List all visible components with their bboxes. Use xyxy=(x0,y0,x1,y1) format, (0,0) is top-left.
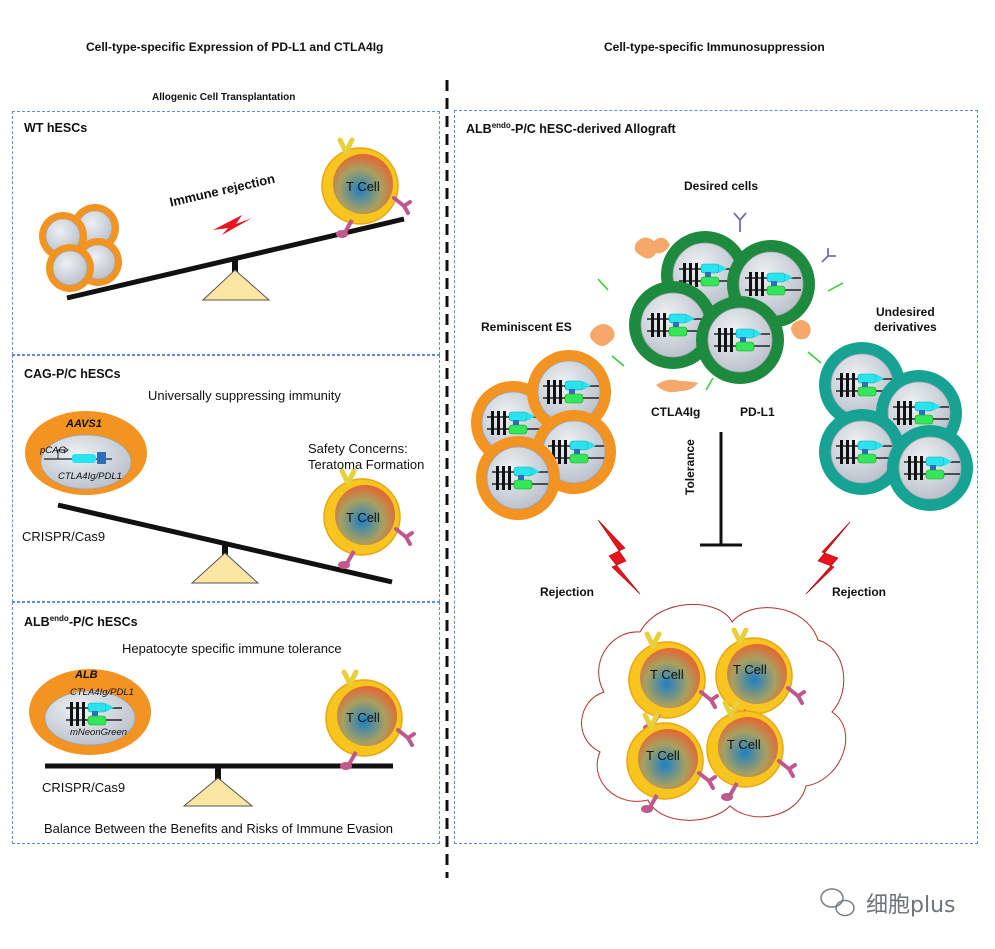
cag-panel xyxy=(12,355,440,602)
safety-concerns-line1: Safety Concerns: xyxy=(308,441,408,456)
allograft-title-rest: -P/C hESC-derived Allograft xyxy=(510,122,676,137)
secreted-molecules xyxy=(597,278,844,391)
alb-fulcrum xyxy=(182,777,254,807)
cloud-tcell-label-4: T Cell xyxy=(727,737,761,752)
pdl1-label: PD-L1 xyxy=(740,405,775,419)
cloud-tcell-label-1: T Cell xyxy=(650,667,684,682)
alb-balance-caption: Balance Between the Benefits and Risks o… xyxy=(44,821,394,836)
alb-tcell-label: T Cell xyxy=(346,710,380,725)
wt-seesaw-beam xyxy=(66,216,405,301)
cloud-tcell-label-3: T Cell xyxy=(646,748,680,763)
cag-fulcrum xyxy=(190,552,260,584)
cag-cell xyxy=(25,411,147,495)
rejection-bolt-right-icon xyxy=(805,521,851,595)
reminiscent-es-label: Reminiscent ES xyxy=(481,320,572,334)
left-header: Cell-type-specific Expression of PD-L1 a… xyxy=(86,40,384,54)
alb-cell xyxy=(29,669,151,755)
alb-panel xyxy=(12,602,440,844)
ctla4ig-label: CTLA4Ig xyxy=(651,405,701,419)
rejection-right-label: Rejection xyxy=(832,585,887,599)
cag-subtitle: Universally suppressing immunity xyxy=(148,388,341,403)
alb-title-main: ALB xyxy=(24,615,50,630)
cag-title: CAG-P/C hESCs xyxy=(24,367,121,381)
alb-subtitle: Hepatocyte specific immune tolerance xyxy=(122,641,342,656)
alb-title-rest: -P/C hESCs xyxy=(68,615,138,630)
alb-gene-label: ALB xyxy=(75,669,98,681)
wt-tcell-label: T Cell xyxy=(346,179,380,194)
watermark-text: 细胞plus xyxy=(866,893,956,918)
alb-construct-label: CTLA4Ig/PDL1 xyxy=(70,687,134,698)
alb-title: ALBendo-P/C hESCs xyxy=(24,614,138,629)
aavs1-label: AAVS1 xyxy=(66,418,102,430)
ctla4ig-molecule-icons xyxy=(590,237,811,393)
alb-title-sup: endo xyxy=(49,614,69,623)
rejection-bolt-left-icon xyxy=(597,519,641,595)
tolerance-label: Tolerance xyxy=(683,439,697,495)
safety-concerns-line2: Teratoma Formation xyxy=(308,457,425,472)
right-header: Cell-type-specific Immunosuppression xyxy=(604,40,825,54)
undesired-label-line1: Undesired xyxy=(876,305,935,319)
cag-crispr-label: CRISPR/Cas9 xyxy=(22,529,106,544)
allograft-title-main: ALB xyxy=(466,122,492,137)
alb-crispr-label: CRISPR/Cas9 xyxy=(42,780,126,795)
wt-fulcrum xyxy=(201,269,271,301)
mneongreen-label: mNeonGreen xyxy=(70,727,128,738)
cloud-tcell-label-2: T Cell xyxy=(733,662,767,677)
rejection-left-label: Rejection xyxy=(540,585,595,599)
wechat-logo-icon xyxy=(820,888,855,917)
wt-title: WT hESCs xyxy=(24,121,88,135)
undesired-label-line2: derivatives xyxy=(874,320,937,334)
allograft-title: ALBendo-P/C hESC-derived Allograft xyxy=(466,121,676,136)
allograft-panel xyxy=(454,110,978,844)
allograft-title-sup: endo xyxy=(491,121,511,130)
cag-tcell-label: T Cell xyxy=(346,510,380,525)
pdl1-receptor-icons xyxy=(733,212,836,263)
desired-cells-label: Desired cells xyxy=(684,179,759,193)
cag-construct-label: CTLA4Ig/PDL1 xyxy=(58,471,122,482)
left-subheader: Allogenic Cell Transplantation xyxy=(152,92,296,103)
wt-bolt-icon xyxy=(213,215,252,235)
wt-panel xyxy=(12,111,440,355)
pcag-label: pCAG xyxy=(40,445,66,456)
